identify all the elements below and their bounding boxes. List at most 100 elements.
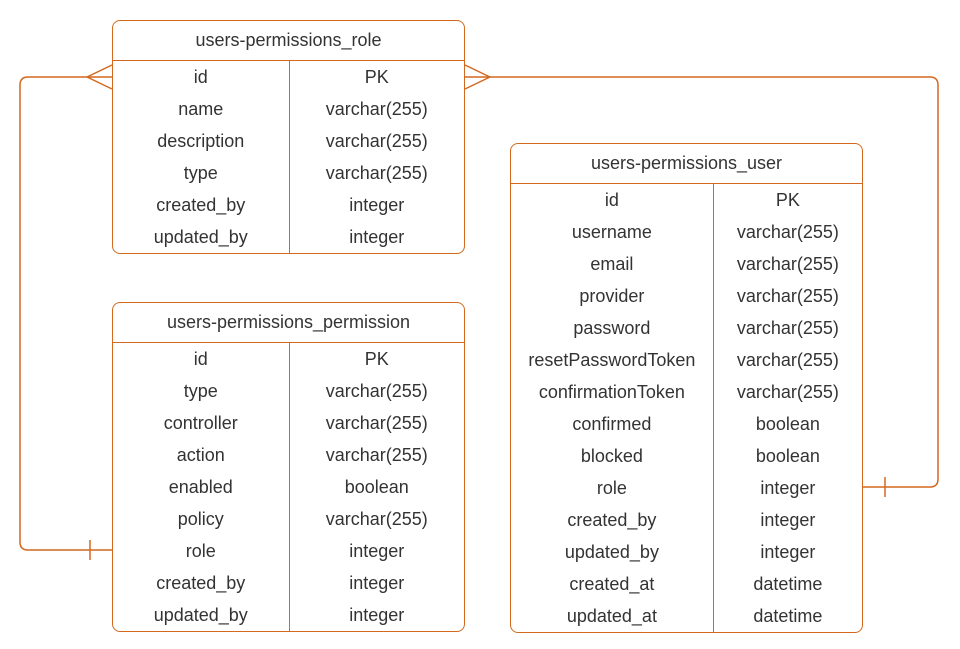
field-name-cell: created_by bbox=[156, 572, 246, 593]
table-row: id PK bbox=[113, 61, 464, 93]
field-name-cell: created_by bbox=[156, 194, 246, 215]
entity-table-user[interactable]: users-permissions_user id PK username varch… bbox=[510, 143, 863, 633]
field-type-cell: boolean bbox=[712, 408, 862, 440]
field-type-cell: boolean bbox=[288, 471, 465, 503]
field-name-cell: updated_by bbox=[153, 604, 248, 625]
field-name-cell: enabled bbox=[168, 476, 233, 497]
field-name-cell: updated_at bbox=[566, 605, 657, 626]
field-name-cell: action bbox=[176, 444, 225, 465]
relationship-line[interactable] bbox=[19, 76, 112, 551]
relationship-role-permission-connector[interactable] bbox=[19, 64, 113, 560]
field-name-cell: type bbox=[183, 380, 218, 401]
field-name-cell: policy bbox=[177, 508, 224, 529]
field-name-cell: name bbox=[178, 98, 224, 119]
table-row: updated_by integer bbox=[113, 221, 464, 253]
field-type-cell: integer bbox=[288, 221, 465, 253]
table-row: action varchar(255) bbox=[113, 439, 464, 471]
field-type-cell: datetime bbox=[712, 568, 862, 600]
field-name-cell: email bbox=[590, 253, 634, 274]
field-name-cell: username bbox=[571, 221, 652, 242]
crows-foot-many-icon bbox=[464, 64, 491, 90]
field-type-cell: varchar(255) bbox=[712, 248, 862, 280]
table-row: username varchar(255) bbox=[511, 216, 862, 248]
table-row: created_at datetime bbox=[511, 568, 862, 600]
table-row: type varchar(255) bbox=[113, 375, 464, 407]
table-row: created_by integer bbox=[511, 504, 862, 536]
entity-table-role[interactable]: users-permissions_role id PK name varchar(2… bbox=[112, 20, 465, 254]
field-name-cell: role bbox=[185, 540, 216, 561]
table-row: role integer bbox=[511, 472, 862, 504]
field-type-cell: varchar(255) bbox=[288, 407, 465, 439]
table-row: confirmationToken varchar(255) bbox=[511, 376, 862, 408]
field-type-cell: PK bbox=[712, 184, 862, 216]
field-type-cell: varchar(255) bbox=[712, 344, 862, 376]
field-name-cell: id bbox=[193, 348, 208, 369]
table-row: password varchar(255) bbox=[511, 312, 862, 344]
table-row: id PK bbox=[511, 184, 862, 216]
field-name-cell: resetPasswordToken bbox=[528, 349, 696, 370]
field-type-cell: integer bbox=[288, 567, 465, 599]
field-name-cell: id bbox=[193, 66, 208, 87]
field-type-cell: integer bbox=[712, 472, 862, 504]
table-row: updated_by integer bbox=[113, 599, 464, 631]
table-row: description varchar(255) bbox=[113, 125, 464, 157]
field-type-cell: datetime bbox=[712, 600, 862, 632]
field-name-cell: provider bbox=[579, 285, 645, 306]
field-type-cell: varchar(255) bbox=[288, 439, 465, 471]
table-title: users-permissions_role bbox=[113, 21, 464, 61]
field-name-cell: created_at bbox=[569, 573, 655, 594]
field-type-cell: PK bbox=[288, 61, 465, 93]
table-row: type varchar(255) bbox=[113, 157, 464, 189]
table-row: blocked boolean bbox=[511, 440, 862, 472]
table-title: users-permissions_user bbox=[511, 144, 862, 184]
field-name-cell: created_by bbox=[567, 509, 657, 530]
table-row: role integer bbox=[113, 535, 464, 567]
table-title: users-permissions_permission bbox=[113, 303, 464, 343]
field-type-cell: varchar(255) bbox=[712, 312, 862, 344]
entity-table-permission[interactable]: users-permissions_permission id PK type var… bbox=[112, 302, 465, 632]
field-type-cell: varchar(255) bbox=[712, 376, 862, 408]
field-type-cell: varchar(255) bbox=[288, 375, 465, 407]
table-row: enabled boolean bbox=[113, 471, 464, 503]
table-row: created_by integer bbox=[113, 567, 464, 599]
field-name-cell: updated_by bbox=[153, 226, 248, 247]
table-body: id PK username varchar(255) email varchar(255… bbox=[511, 184, 862, 632]
table-row: email varchar(255) bbox=[511, 248, 862, 280]
table-body: id PK name varchar(255) description varchar(2… bbox=[113, 61, 464, 253]
field-type-cell: varchar(255) bbox=[288, 125, 465, 157]
field-name-cell: updated_by bbox=[564, 541, 659, 562]
relationship-line[interactable] bbox=[465, 76, 939, 488]
field-name-cell: type bbox=[183, 162, 218, 183]
relationship-role-user-connector[interactable] bbox=[464, 64, 939, 497]
field-name-cell: password bbox=[573, 317, 651, 338]
field-name-cell: confirmed bbox=[572, 413, 652, 434]
table-row: updated_at datetime bbox=[511, 600, 862, 632]
field-type-cell: varchar(255) bbox=[288, 157, 465, 189]
field-type-cell: varchar(255) bbox=[288, 93, 465, 125]
field-type-cell: integer bbox=[288, 599, 465, 631]
field-name-cell: description bbox=[157, 130, 245, 151]
field-type-cell: integer bbox=[712, 504, 862, 536]
field-type-cell: integer bbox=[288, 189, 465, 221]
field-type-cell: varchar(255) bbox=[712, 216, 862, 248]
table-row: name varchar(255) bbox=[113, 93, 464, 125]
crows-foot-many-icon bbox=[86, 64, 113, 90]
table-row: created_by integer bbox=[113, 189, 464, 221]
field-type-cell: integer bbox=[288, 535, 465, 567]
field-type-cell: varchar(255) bbox=[712, 280, 862, 312]
field-name-cell: confirmationToken bbox=[538, 381, 685, 402]
field-name-cell: blocked bbox=[580, 445, 643, 466]
table-row: confirmed boolean bbox=[511, 408, 862, 440]
field-type-cell: PK bbox=[288, 343, 465, 375]
field-name-cell: id bbox=[604, 189, 619, 210]
field-name-cell: role bbox=[596, 477, 627, 498]
table-row: resetPasswordToken varchar(255) bbox=[511, 344, 862, 376]
table-row: provider varchar(255) bbox=[511, 280, 862, 312]
field-type-cell: boolean bbox=[712, 440, 862, 472]
